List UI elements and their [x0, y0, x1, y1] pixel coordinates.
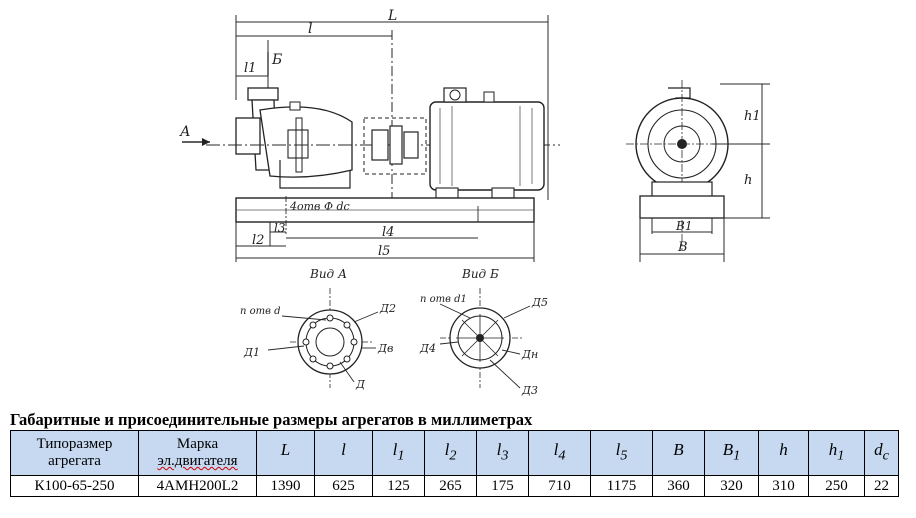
header-L: L [256, 430, 315, 476]
table-row: К100-65-250 4АМН200L2 1390 625 125 265 1… [10, 475, 899, 497]
view-a: Вид А n отв d Д2 Д1 Дв Д [240, 267, 396, 391]
header-h1: h1 [808, 430, 865, 476]
cell-B1: 320 [704, 475, 759, 497]
header-type: Типоразмер агрегата [10, 430, 139, 476]
view-a-D1: Д1 [243, 346, 260, 359]
view-a-D: Д [355, 378, 366, 391]
view-b-title: Вид Б [461, 267, 499, 281]
header-motor: Марка эл.двигателя [138, 430, 257, 476]
view-a-D2: Д2 [379, 302, 396, 315]
cell-l2: 265 [424, 475, 477, 497]
table-header-row: Типоразмер агрегата Марка эл.двигателя L… [10, 430, 899, 476]
cell-h1: 250 [808, 475, 865, 497]
cell-dc: 22 [864, 475, 899, 497]
cell-h: 310 [758, 475, 809, 497]
cell-motor: 4АМН200L2 [138, 475, 257, 497]
header-motor-line2: эл.двигателя [157, 453, 238, 469]
view-b-D3: Д3 [521, 384, 538, 397]
table-title: Габаритные и присоединительные размеры а… [10, 410, 533, 429]
header-B: B [652, 430, 705, 476]
cell-L: 1390 [256, 475, 315, 497]
cell-l: 625 [314, 475, 373, 497]
view-b-holes-label: n отв d1 [420, 294, 467, 305]
dim-L-label: L [387, 8, 397, 24]
view-b-mark: Б [271, 52, 282, 68]
dim-B1-label: B1 [675, 219, 692, 233]
header-dc: dc [864, 430, 899, 476]
dim-B-label: B [677, 240, 688, 255]
header-l4: l4 [528, 430, 591, 476]
side-view: L l l1 Б А [179, 8, 560, 262]
header-l3: l3 [476, 430, 529, 476]
view-b-Dn: Дн [521, 348, 538, 361]
view-a-holes-label: n отв d [240, 306, 281, 317]
cell-l1: 125 [372, 475, 425, 497]
header-l1: l1 [372, 430, 425, 476]
dim-h-label: h [744, 173, 752, 188]
cell-type: К100-65-250 [10, 475, 139, 497]
dim-h1-label: h1 [744, 109, 761, 124]
header-motor-line1: Марка [176, 436, 219, 452]
view-b: Вид Б n отв d1 Д5 Д4 Дн Д3 [419, 267, 548, 397]
view-a-mark: А [179, 124, 191, 140]
cell-l5: 1175 [590, 475, 653, 497]
dim-l4-label: l4 [382, 225, 394, 240]
end-view: B1 B h1 h [626, 80, 770, 262]
dim-l1-label: l1 [244, 61, 256, 76]
holes-label: 4отв Φ dc [289, 200, 350, 213]
header-l2: l2 [424, 430, 477, 476]
dim-l2-label: l2 [252, 233, 264, 248]
view-a-title: Вид А [309, 267, 347, 281]
technical-drawing: L l l1 Б А [179, 8, 770, 397]
header-l: l [314, 430, 373, 476]
view-b-D4: Д4 [419, 342, 436, 355]
header-l5: l5 [590, 430, 653, 476]
header-B1: B1 [704, 430, 759, 476]
header-h: h [758, 430, 809, 476]
view-a-Dv: Дв [377, 342, 393, 355]
dimensions-table: Типоразмер агрегата Марка эл.двигателя L… [10, 430, 899, 497]
view-b-D5: Д5 [531, 296, 548, 309]
cell-B: 360 [652, 475, 705, 497]
dim-l5-label: l5 [378, 244, 390, 259]
cell-l3: 175 [476, 475, 529, 497]
dim-l3-label: l3 [274, 221, 286, 235]
cell-l4: 710 [528, 475, 591, 497]
dim-l-label: l [308, 21, 312, 37]
